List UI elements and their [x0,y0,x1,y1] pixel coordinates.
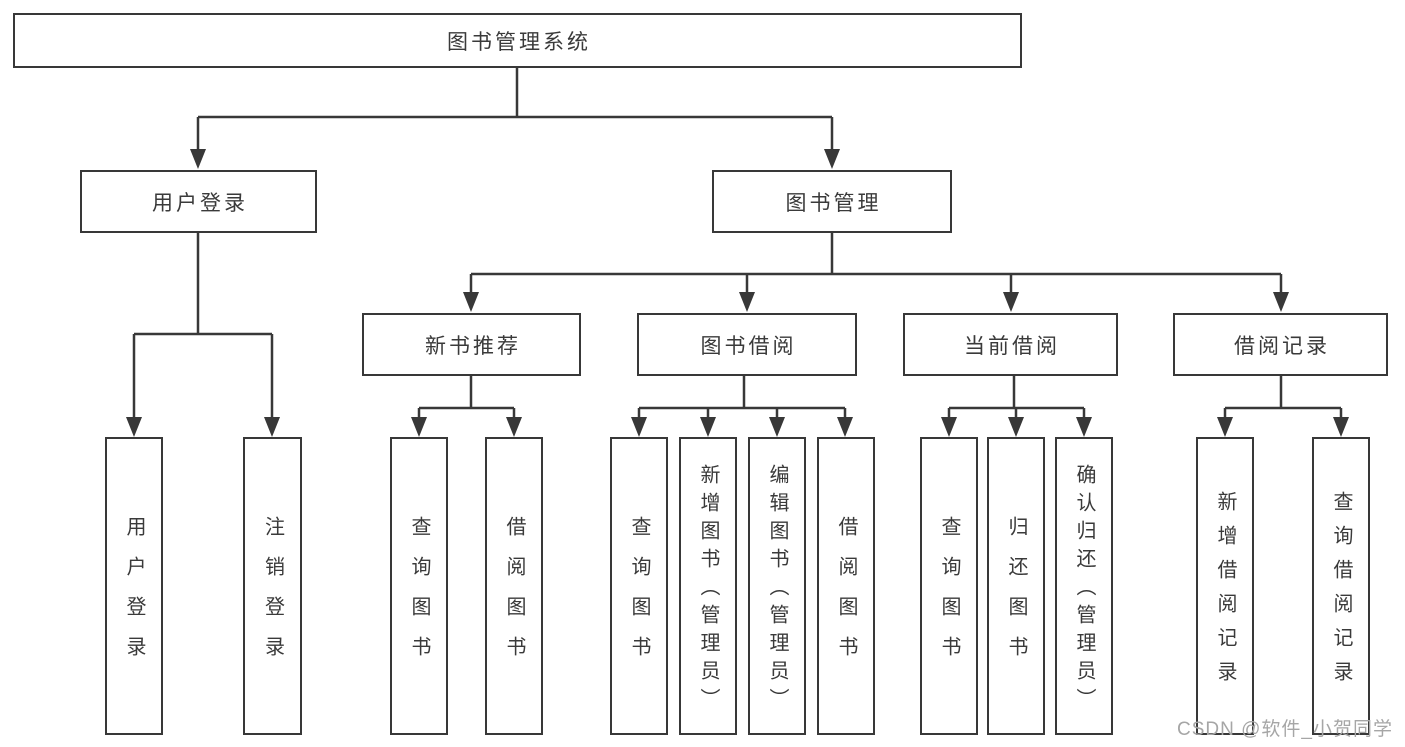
node-book-borrow: 图书借阅 [637,313,857,376]
arrowhead [941,417,957,437]
arrowhead [1333,417,1349,437]
arrowhead [739,292,755,312]
node-label: 新增图书（管理员） [697,464,719,716]
arrowhead [506,417,522,437]
node-label: 用户登录 [123,516,145,676]
leaf-search-books-current: 查询图书 [920,437,978,735]
node-label: 借阅记录 [1234,334,1330,358]
arrowhead [264,417,280,437]
arrowhead [837,417,853,437]
arrowhead [1008,417,1024,437]
leaf-borrow-books: 借阅图书 [817,437,875,735]
leaf-return-books: 归还图书 [987,437,1045,735]
arrowhead [631,417,647,437]
node-label: 编辑图书（管理员） [766,464,788,716]
node-label: 查询图书 [938,516,960,676]
node-label: 新书推荐 [425,334,521,358]
arrowhead [126,417,142,437]
arrowhead [1217,417,1233,437]
leaf-edit-books-admin: 编辑图书（管理员） [748,437,806,735]
node-label: 注销登录 [261,516,284,676]
node-label: 确认归还（管理员） [1073,464,1095,716]
arrowhead [463,292,479,312]
csdn-watermark: CSDN @软件_小贺同学 [1177,719,1393,740]
node-borrow-records: 借阅记录 [1173,313,1388,376]
node-book-management-system: 图书管理系统 [13,13,1022,68]
leaf-add-books-admin: 新增图书（管理员） [679,437,737,735]
node-label: 图书借阅 [700,334,797,358]
arrowhead [1076,417,1092,437]
arrowhead [1273,292,1289,312]
leaf-borrow-books-recommend: 借阅图书 [485,437,543,735]
node-label: 用户登录 [152,191,248,215]
node-label: 查询借阅记录 [1330,491,1352,695]
arrowhead [190,149,206,169]
arrowhead [824,149,840,169]
node-book-management: 图书管理 [712,170,952,233]
leaf-user-login: 用户登录 [105,437,163,735]
arrowhead [1003,292,1019,312]
node-label: 借阅图书 [835,516,857,676]
leaf-search-borrow-record: 查询借阅记录 [1312,437,1370,735]
arrowhead [411,417,427,437]
node-label: 图书管理系统 [447,30,591,54]
node-label: 查询图书 [628,516,650,676]
node-label: 新增借阅记录 [1214,491,1236,695]
leaf-search-books-recommend: 查询图书 [390,437,448,735]
node-label: 借阅图书 [503,516,525,676]
leaf-confirm-return-admin: 确认归还（管理员） [1055,437,1113,735]
node-new-book-recommend: 新书推荐 [362,313,581,376]
leaf-logout: 注销登录 [243,437,302,735]
node-label: 当前借阅 [964,334,1060,358]
node-label: 归还图书 [1005,516,1027,676]
node-user-login: 用户登录 [80,170,317,233]
node-label: 图书管理 [785,191,882,215]
node-current-borrow: 当前借阅 [903,313,1118,376]
leaf-search-books-borrow: 查询图书 [610,437,668,735]
node-label: 查询图书 [408,516,430,676]
arrowhead [769,417,785,437]
arrowhead [700,417,716,437]
leaf-add-borrow-record: 新增借阅记录 [1196,437,1254,735]
